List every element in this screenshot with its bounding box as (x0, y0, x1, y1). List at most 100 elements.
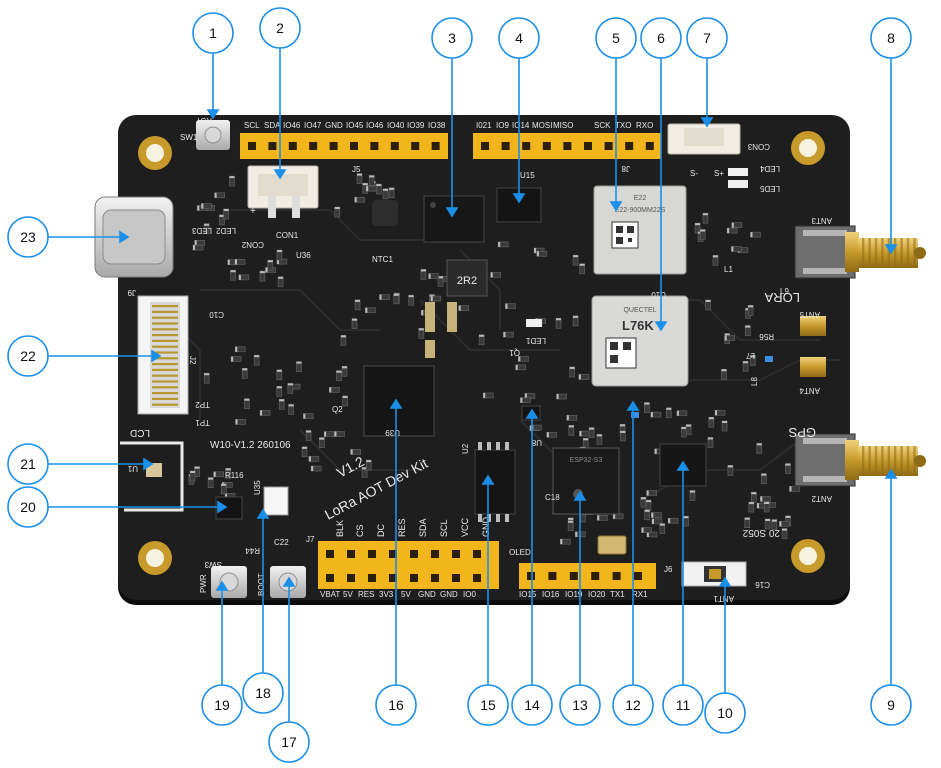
smd-pad (201, 203, 204, 209)
smd-pad (569, 366, 575, 369)
header-hole (634, 572, 642, 580)
smd-pad (566, 415, 569, 421)
smd-pad (365, 307, 368, 313)
smd-pad (340, 335, 346, 338)
smd-pad (194, 240, 197, 246)
smd-pad (573, 255, 579, 258)
usb-c-port[interactable] (94, 196, 174, 278)
smd-pad (197, 205, 200, 211)
smd-pad (651, 512, 654, 518)
r116-label: R116 (225, 471, 244, 480)
smd-pad (350, 449, 353, 455)
callout-number: 10 (717, 705, 733, 721)
ant1-label: ANT1 (713, 594, 734, 603)
smd-pad (702, 213, 708, 216)
c16-label: C16 (755, 580, 770, 589)
fpc-pin (152, 368, 178, 371)
l7-label: L7 (746, 351, 755, 360)
j7-pin-label: VCC (460, 517, 470, 537)
callout-circle (201, 684, 243, 726)
j8-pin-label: MOSI (532, 121, 552, 130)
fpc-pin (152, 397, 178, 400)
smd-pad (751, 492, 757, 495)
c18-label: C18 (545, 493, 560, 502)
smd-pad (190, 471, 196, 474)
fpc-pin (152, 345, 178, 348)
callout-number: 1 (209, 25, 217, 41)
sma-thread (887, 446, 890, 476)
smd-pad (683, 516, 689, 519)
header-hole (563, 142, 572, 150)
smd-pad (428, 273, 431, 279)
callout-circle (7, 335, 49, 377)
smd-pad (260, 410, 263, 416)
leader-arrow (676, 460, 690, 471)
leader-arrow (151, 349, 162, 363)
board-date: 20 S052 (742, 527, 780, 538)
led1-label: LED1 (525, 336, 546, 345)
callout-circle (612, 684, 654, 726)
tp1-label: TP1 (195, 418, 210, 427)
smd-pad (579, 431, 582, 437)
ant3-label: ANT3 (811, 216, 832, 225)
sw1-label: SW1 (180, 133, 198, 142)
gps-sma-connector (794, 433, 926, 487)
j7-bottom-label: VBAT (320, 590, 340, 599)
j6-pin-label: IO15 (519, 590, 537, 599)
reset-button[interactable] (196, 120, 230, 150)
smd-pad (745, 325, 751, 328)
ant4-label: ANT4 (799, 386, 820, 395)
l9-label: L9 (780, 287, 789, 296)
smd-pad (418, 328, 424, 331)
chip-pin (505, 442, 509, 450)
lcd-fpc-connector (137, 295, 189, 415)
smd-pad (267, 260, 273, 263)
fpc-pin (152, 357, 178, 360)
pwr-label: PWR (199, 574, 208, 593)
j7-bottom-label: 3V3 (379, 590, 394, 599)
smd-pad (583, 438, 589, 441)
power-button[interactable] (211, 566, 247, 598)
header-hole (350, 142, 358, 150)
smd-pad (303, 413, 306, 419)
j7-pin-label: GND (481, 517, 491, 538)
smd-pad (254, 355, 260, 358)
j7-pin-label: RES (397, 518, 407, 537)
smd-pad (760, 496, 763, 502)
smd-pad (287, 383, 293, 386)
sma-thread (900, 238, 903, 268)
j8-pin-label: IO9 (496, 121, 509, 130)
con2-label: CON2 (241, 240, 264, 249)
callout-number: 8 (887, 30, 895, 46)
gnss-module: QUECTEL L76K (591, 295, 689, 387)
smd-pad (231, 356, 234, 362)
smd-pad (579, 263, 585, 266)
led2-label: LED2 (215, 226, 236, 235)
j5-pin-label: SDA (264, 121, 281, 130)
s-minus-label: S- (690, 169, 698, 178)
smd-pad (235, 346, 238, 352)
tp2-label: TP2 (195, 400, 210, 409)
header-hole (410, 550, 418, 558)
leader-arrow (481, 474, 495, 485)
gnss-model: L76K (622, 318, 654, 333)
u2-label: U2 (461, 443, 470, 454)
led-power (728, 168, 748, 176)
smd-pad (319, 437, 325, 440)
smd-pad (204, 223, 210, 226)
smd-pad (278, 276, 284, 279)
smd-pad (194, 466, 200, 469)
smd-pad (644, 509, 650, 512)
smd-pad (534, 248, 537, 254)
leader-arrow (389, 398, 403, 409)
blue-smd (765, 356, 773, 362)
fpc-pin (152, 339, 178, 342)
callout-number: 16 (388, 697, 404, 713)
smd-pad (560, 539, 563, 545)
rst-label: RST (196, 116, 212, 125)
sma-thread (862, 238, 865, 268)
fpc-pin (152, 374, 178, 377)
smd-pad (342, 395, 348, 398)
smd-pad (646, 531, 649, 537)
smd-pad (393, 293, 399, 296)
